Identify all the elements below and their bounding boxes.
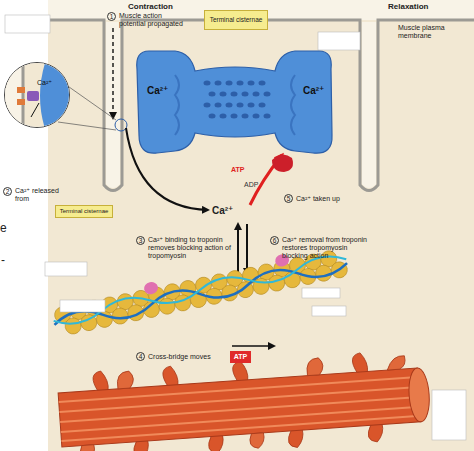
fenestration <box>220 114 227 119</box>
fenestration <box>242 92 249 97</box>
fenestration <box>253 114 260 119</box>
fenestration <box>226 103 233 108</box>
fenestration <box>264 92 271 97</box>
sr-ridge <box>175 75 179 135</box>
fenestration <box>215 103 222 108</box>
node-text: ATP <box>234 353 247 361</box>
voltage-sensor <box>17 87 25 93</box>
callout-number: 6 <box>270 236 279 245</box>
zoom-cytoplasm <box>5 63 70 128</box>
annotation: Muscle plasma membrane <box>398 24 448 40</box>
annotation: Muscle action potential propagated <box>119 12 189 28</box>
fenestration <box>204 103 211 108</box>
fenestration <box>248 103 255 108</box>
sr-ridge <box>291 75 295 135</box>
annotation: Contraction <box>128 2 198 11</box>
annotation: Ca²⁺ released from <box>15 187 65 203</box>
annotation: ATP <box>231 166 253 174</box>
label-box: Terminal cisternae <box>204 10 268 30</box>
callout-number: 1 <box>107 12 116 21</box>
annotation: Relaxation <box>388 2 448 11</box>
sr-outline <box>137 51 332 153</box>
thick-filament <box>57 348 432 451</box>
fenestration <box>209 92 216 97</box>
fenestration <box>215 81 222 86</box>
fenestration <box>242 114 249 119</box>
annotation: Ca²⁺ <box>212 205 242 217</box>
fenestration <box>237 103 244 108</box>
node-text: Ca²⁺ <box>37 79 52 87</box>
binding-arrow <box>237 224 239 274</box>
plasma-membrane <box>48 20 474 191</box>
t-tubule <box>362 22 376 188</box>
blank-label-box <box>5 15 466 440</box>
node-text: Terminal cisternae <box>210 16 263 23</box>
sarcoplasmic-reticulum: Ca²⁺ Ca²⁺ <box>135 45 335 160</box>
annotation: Ca²⁺ taken up <box>296 195 356 203</box>
annotation: - <box>1 254 11 268</box>
callout-number: 4 <box>136 352 145 361</box>
callout-number: 3 <box>136 236 145 245</box>
node-text: Terminal cisternae <box>60 208 109 215</box>
release-channel <box>27 91 39 101</box>
fenestration <box>209 114 216 119</box>
fenestration <box>204 81 211 86</box>
annotation: Cross-bridge moves <box>148 353 228 361</box>
zoom-circle: Ca²⁺ <box>4 62 70 128</box>
calcium-pump <box>272 154 293 172</box>
fenestration <box>220 92 227 97</box>
zoom-detail <box>5 63 70 128</box>
voltage-sensor <box>17 99 25 105</box>
fenestration <box>248 81 255 86</box>
removal-arrow <box>246 224 248 274</box>
zoom-line <box>62 82 116 120</box>
zoom-membrane <box>22 63 25 128</box>
release-arrow <box>31 103 39 117</box>
fenestration <box>231 114 238 119</box>
fenestration <box>253 92 260 97</box>
annotation: Ca²⁺ binding to troponin removes blockin… <box>148 236 236 260</box>
t-tubule <box>106 22 120 188</box>
fenestration <box>231 92 238 97</box>
cytoplasm-background <box>48 0 474 451</box>
action-potential-arrow <box>112 28 113 118</box>
annotation: Ca²⁺ removal from troponin restores trop… <box>282 236 370 260</box>
fenestration <box>264 114 271 119</box>
node-text: Ca²⁺ <box>147 85 168 96</box>
callout-number: 2 <box>3 187 12 196</box>
fenestration <box>226 81 233 86</box>
node-text: Ca²⁺ <box>303 85 324 96</box>
callout-number: 5 <box>284 194 293 203</box>
annotation: e <box>0 222 10 236</box>
zoom-tubule <box>5 63 23 128</box>
fenestration <box>237 81 244 86</box>
fenestration <box>259 81 266 86</box>
movement-arrow <box>232 345 274 346</box>
fenestration <box>259 103 266 108</box>
sr-shape <box>135 45 335 160</box>
annotation: ADP <box>244 181 266 189</box>
atp-box: ATP <box>230 351 251 363</box>
zoom-cisterna <box>40 63 70 128</box>
label-box: Terminal cisternae <box>55 205 113 218</box>
